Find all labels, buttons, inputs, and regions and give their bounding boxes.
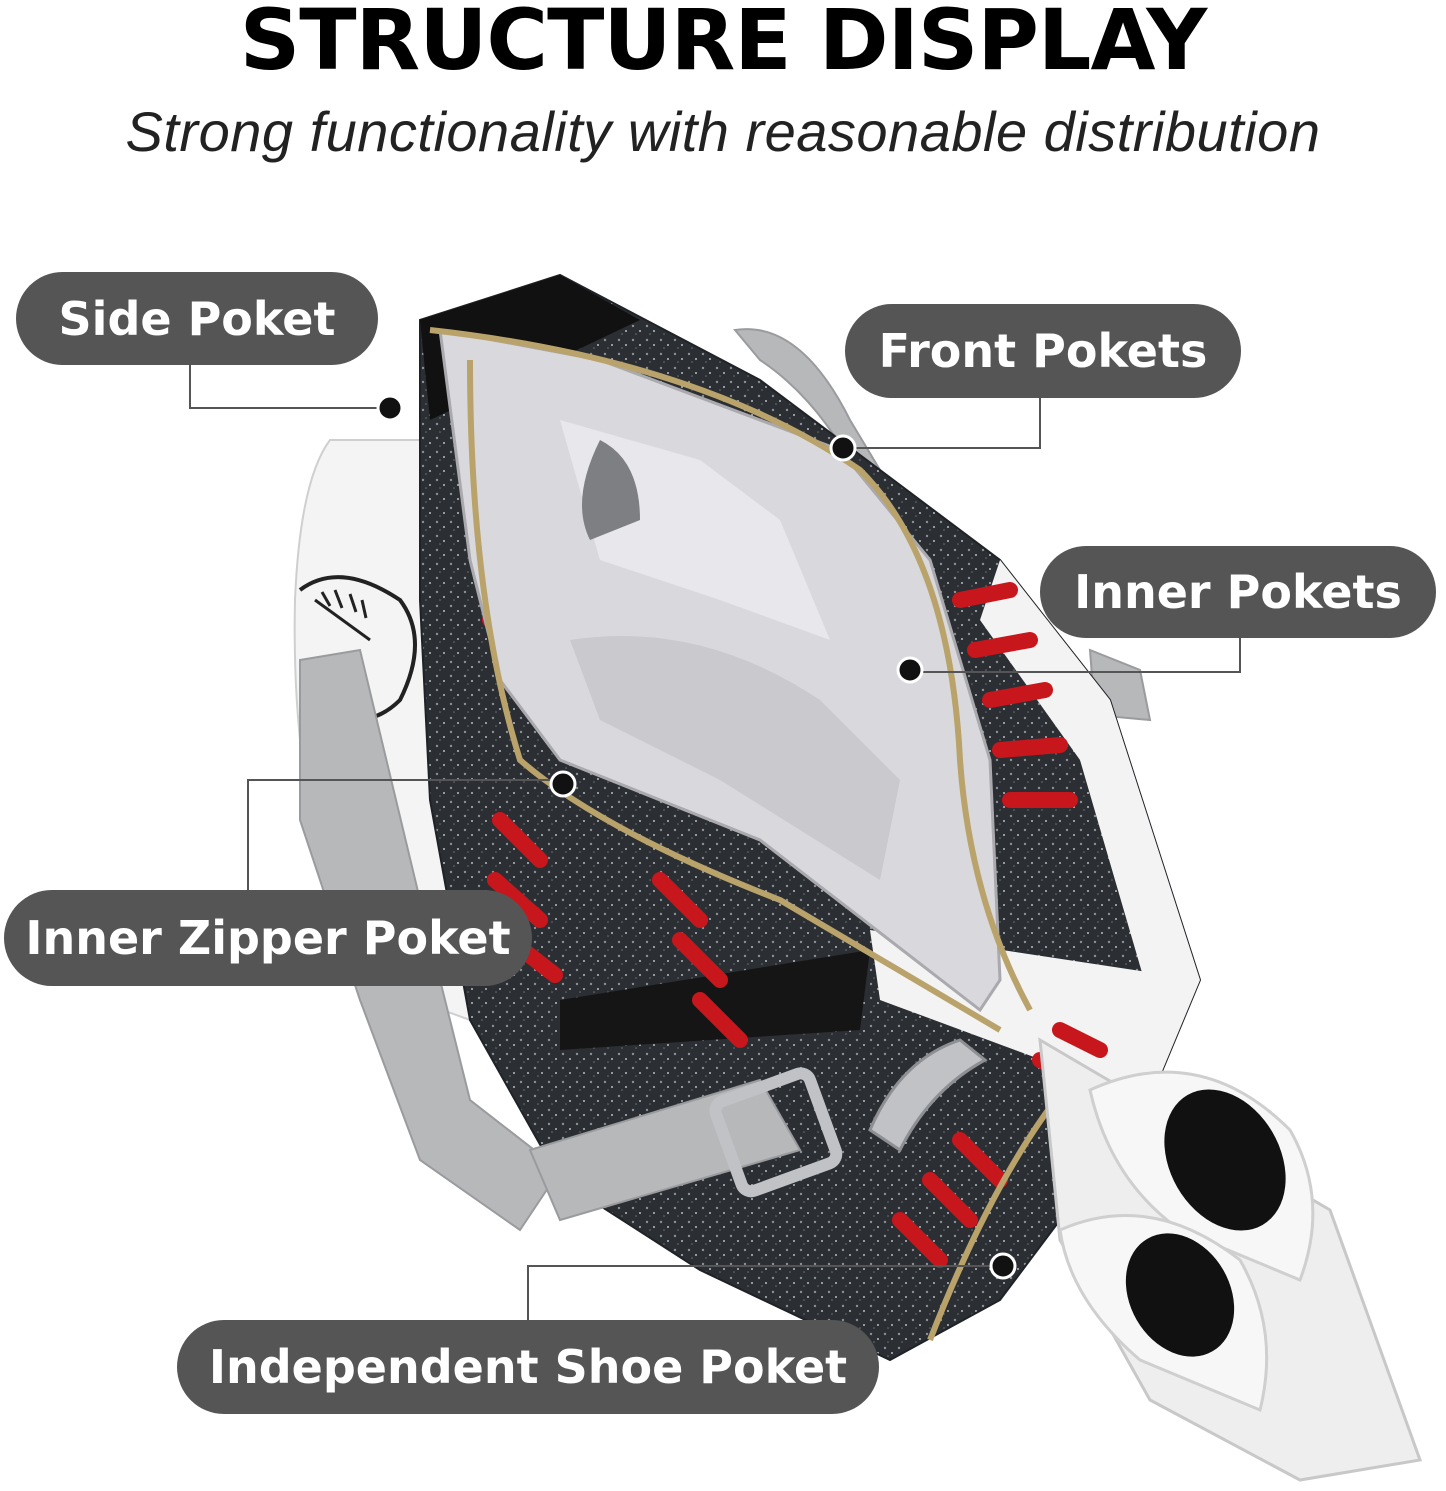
label-inner-zipper-pocket: Inner Zipper Poket <box>4 890 532 986</box>
label-shoe-pocket: Independent Shoe Poket <box>177 1320 879 1414</box>
page-subtitle: Strong functionality with reasonable dis… <box>125 100 1321 163</box>
zipper-main <box>429 327 1033 1012</box>
label-inner-pockets: Inner Pokets <box>1040 546 1436 638</box>
callout-dots <box>376 394 1017 1280</box>
bag-right-panel <box>980 560 1200 1000</box>
label-side-pocket: Side Poket <box>16 272 378 365</box>
carabiner <box>868 1038 988 1153</box>
page-title: STRUCTURE DISPLAY <box>239 0 1208 89</box>
strap-buckle <box>709 1067 843 1198</box>
label-front-pockets: Front Pokets <box>845 304 1241 398</box>
sneakers <box>1058 1070 1315 1413</box>
callout-leaders <box>189 365 1241 1320</box>
